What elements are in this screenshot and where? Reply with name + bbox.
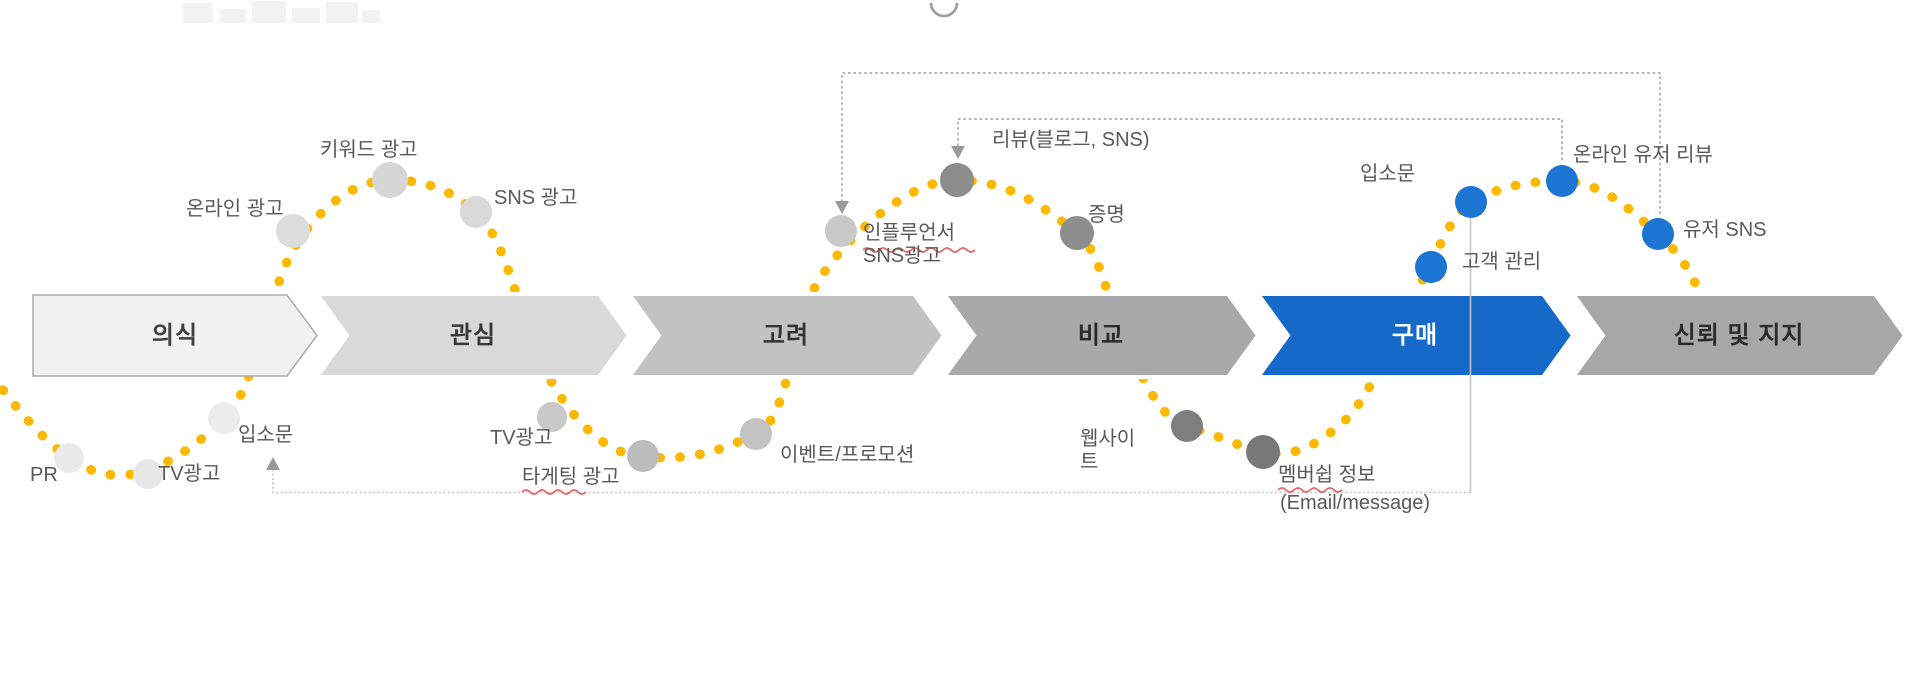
membership-info-label-line: 멤버쉽 정보 — [1278, 464, 1376, 486]
online-user-review-label: 온라인 유저 리뷰 — [1573, 144, 1713, 167]
targeting-ad-dot — [627, 440, 659, 472]
proof-label-line: 증명 — [1088, 204, 1125, 226]
wom-loop-horizontal-line — [272, 469, 1471, 494]
online-ad-dot — [276, 214, 310, 248]
website-label-line: 웹사이 — [1080, 428, 1136, 450]
sns-ad-dot — [460, 196, 492, 228]
website-label-line: 트 — [1080, 451, 1099, 473]
user-sns-dot — [1642, 218, 1674, 250]
wom-loop-arrow-icon — [266, 457, 280, 470]
sns-ad-label: SNS 광고 — [494, 187, 577, 210]
tv-ad-awareness-label-line: TV광고 — [158, 463, 221, 485]
stage-band — [32, 292, 1908, 379]
word-of-mouth-left-label-line: 입소문 — [238, 424, 294, 446]
stage-shape-trust-advocacy — [1569, 292, 1908, 379]
stage-label-purchase: 구매 — [1391, 322, 1439, 349]
membership-email-label-line: (Email/message) — [1280, 492, 1431, 514]
website-dot — [1171, 410, 1203, 442]
stage-shape-interest — [313, 292, 632, 379]
pr-label: PR — [30, 464, 58, 487]
tv-ad-interest-label: TV광고 — [490, 427, 552, 450]
stage-shape-consideration — [625, 292, 947, 379]
online-ad-label-line: 온라인 광고 — [186, 198, 284, 220]
keyword-ad-label: 키워드 광고 — [320, 139, 418, 162]
tv-ad-awareness-dot — [133, 459, 163, 489]
review-blog-sns-label-line: 리뷰(블로그, SNS) — [992, 129, 1150, 151]
targeting-ad-label-line: 타게팅 광고 — [522, 466, 620, 488]
proof-dot — [1060, 216, 1094, 250]
event-promotion-label-line: 이벤트/프로모션 — [780, 444, 915, 466]
stage-shape-comparison — [940, 292, 1261, 379]
word-of-mouth-left-label: 입소문 — [238, 424, 293, 447]
stage-label-trust-advocacy: 신뢰 및 지지 — [1673, 322, 1805, 349]
proof-label: 증명 — [1088, 204, 1125, 227]
review-blog-sns-dot — [940, 163, 974, 197]
cropped-text-artifact — [183, 1, 380, 23]
tv-ad-interest-dot — [537, 402, 567, 432]
online-user-review-label-line: 온라인 유저 리뷰 — [1573, 144, 1713, 166]
outer-loop-arrow-icon — [835, 201, 849, 214]
online-ad-label: 온라인 광고 — [186, 198, 284, 221]
word-of-mouth-left-dot — [208, 402, 240, 434]
customer-care-dot — [1415, 251, 1447, 283]
targeting-ad-label: 타게팅 광고 — [522, 466, 620, 489]
stage-shape-awareness — [32, 294, 318, 377]
influencer-sns-ad-label-line: SNS광고 — [863, 245, 941, 267]
pr-label-line: PR — [30, 464, 58, 486]
event-promotion-label: 이벤트/프로모션 — [780, 444, 914, 467]
customer-care-label: 고객 관리 — [1462, 251, 1541, 274]
tv-ad-interest-label-line: TV광고 — [490, 427, 553, 449]
event-promotion-dot — [740, 418, 772, 450]
influencer-sns-ad-label-line: 인플루언서 — [863, 222, 955, 244]
online-user-review-dot — [1546, 165, 1578, 197]
tv-ad-awareness-label: TV광고 — [158, 463, 220, 486]
stage-label-interest: 관심 — [449, 322, 497, 349]
user-sns-label-line: 유저 SNS — [1683, 219, 1767, 241]
spellcheck-squiggles — [521, 247, 1343, 495]
keyword-ad-dot — [372, 162, 408, 198]
stage-label-awareness: 의식 — [151, 322, 199, 349]
word-of-mouth-right-label-line: 입소문 — [1360, 163, 1416, 185]
stage-label-consideration: 고려 — [762, 322, 810, 349]
customer-care-label-line: 고객 관리 — [1462, 251, 1542, 273]
review-blog-sns-label: 리뷰(블로그, SNS) — [992, 129, 1150, 152]
user-sns-label: 유저 SNS — [1683, 219, 1766, 242]
pr-dot — [54, 443, 84, 473]
cropped-circle-icon — [929, 2, 959, 18]
stage-label-comparison: 비교 — [1077, 322, 1125, 349]
stage-shape-purchase — [1254, 292, 1576, 379]
inner-loop-arrow-icon — [951, 146, 965, 159]
membership-info-label: 멤버쉽 정보 — [1278, 464, 1376, 487]
influencer-sns-ad-dot — [825, 215, 857, 247]
keyword-ad-label-line: 키워드 광고 — [320, 139, 418, 161]
word-of-mouth-right-dot — [1455, 186, 1487, 218]
membership-email-label: (Email/message) — [1280, 492, 1430, 515]
membership-info-dot — [1246, 435, 1280, 469]
sns-ad-label-line: SNS 광고 — [494, 187, 578, 209]
word-of-mouth-right-label: 입소문 — [1360, 163, 1415, 186]
